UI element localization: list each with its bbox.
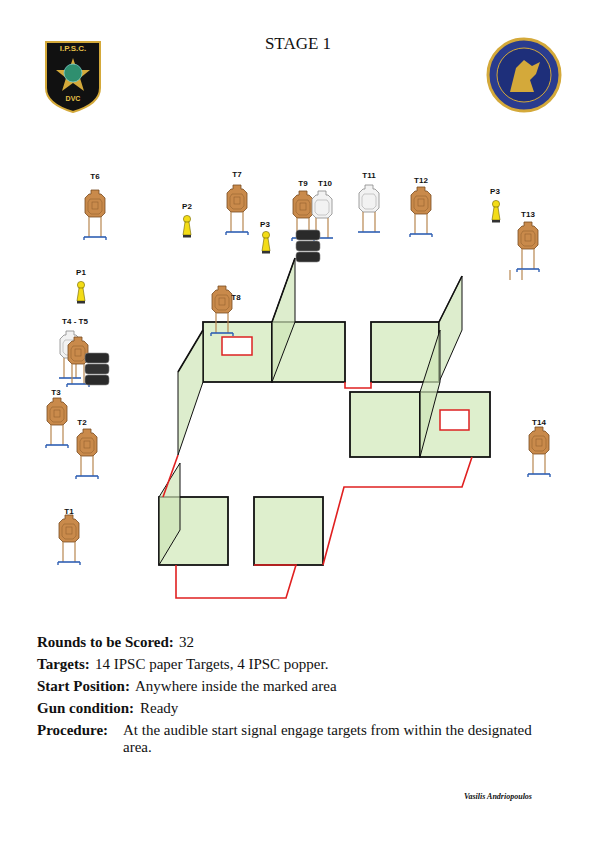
field-value: 32 — [179, 634, 194, 651]
target-label: T13 — [521, 210, 535, 219]
field-value: 14 IPSC paper Targets, 4 IPSC popper. — [95, 656, 328, 673]
field-name: Start Position: — [37, 678, 130, 695]
popper-label: P1 — [76, 268, 86, 277]
target-label: T14 — [532, 418, 546, 427]
target-label: T12 — [414, 176, 428, 185]
target-label: T2 — [77, 418, 86, 427]
field-value: Anywhere inside the marked area — [135, 678, 337, 695]
field-value: Ready — [140, 700, 178, 717]
popper-label: P3 — [490, 187, 500, 196]
field-name: Targets: — [37, 656, 90, 673]
logo-text: I.P.S.C. — [60, 44, 87, 53]
logo-text: DVC — [66, 95, 81, 103]
target-label: T1 — [64, 507, 73, 516]
field-name: Gun condition: — [37, 700, 134, 717]
popper-label: P3 — [260, 220, 270, 229]
field-value: At the audible start signal engage targe… — [123, 722, 543, 757]
target-label: T11 — [362, 171, 375, 180]
target-label: T7 — [232, 170, 241, 179]
field-name: Procedure: — [37, 722, 108, 739]
popper-label: P2 — [182, 202, 192, 211]
target-label: T9 — [298, 179, 307, 188]
stage-title: STAGE 1 — [265, 34, 331, 54]
target-label: T4 - T5 — [62, 317, 88, 326]
author-signature: Vasilis Andriopoulos — [464, 792, 532, 801]
target-label: T3 — [51, 388, 60, 397]
target-label: T10 — [318, 179, 332, 188]
field-name: Rounds to be Scored: — [37, 634, 174, 651]
target-label: T6 — [90, 172, 99, 181]
target-label: T8 — [231, 293, 240, 302]
